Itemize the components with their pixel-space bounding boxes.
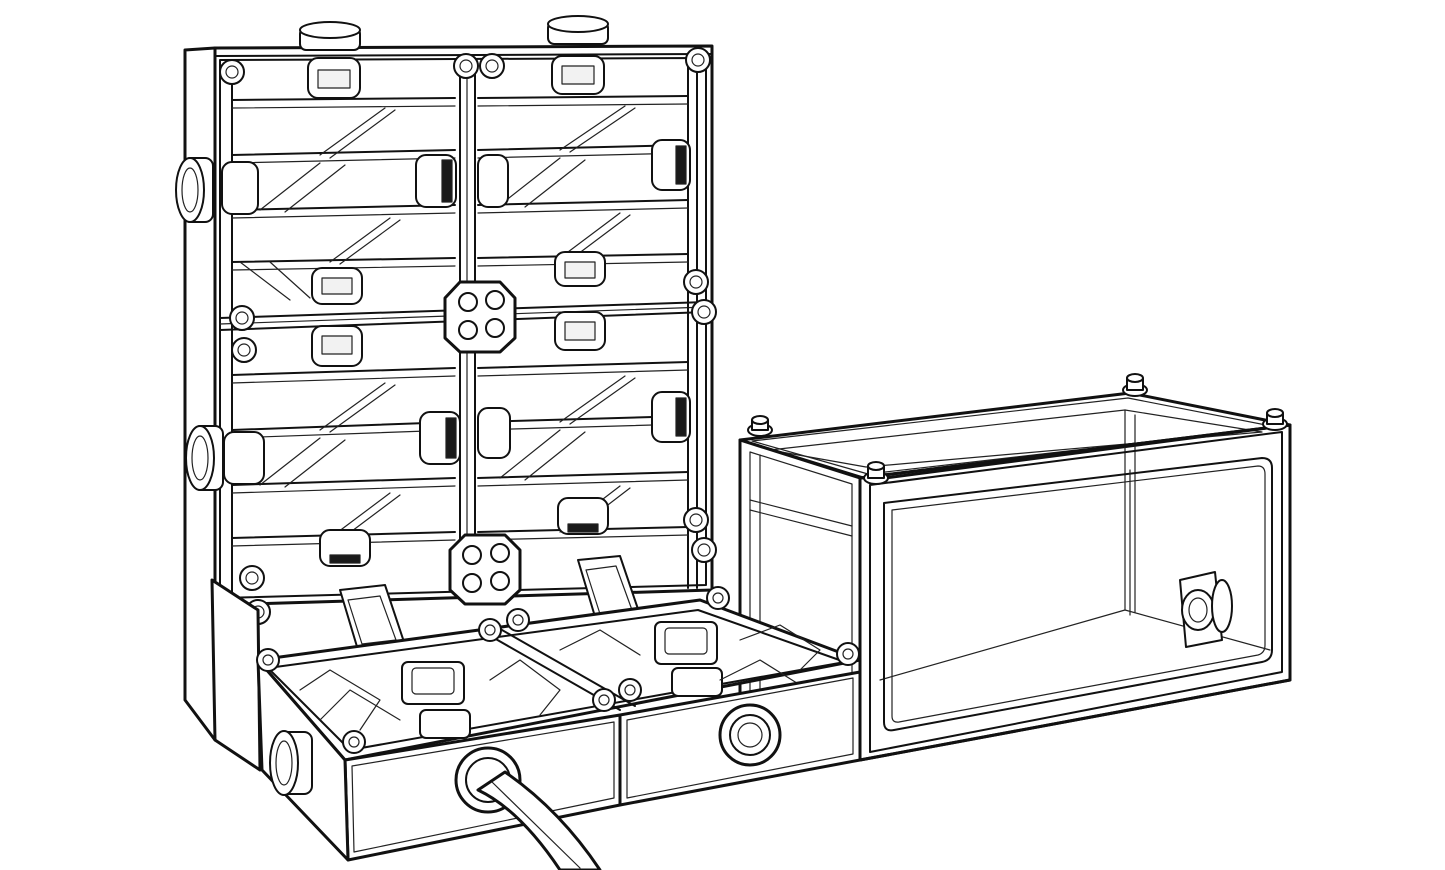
rack-cutouts — [221, 55, 691, 567]
side-port-fitting — [1179, 571, 1233, 648]
center-connector-plates — [443, 280, 522, 606]
rack-side-caps — [175, 157, 224, 491]
rack-bolts — [219, 47, 717, 625]
tray-inner-fittings — [299, 621, 821, 739]
enclosure-corner-bolts — [747, 373, 1288, 485]
base-trays — [210, 578, 862, 862]
tray-right-port — [718, 703, 782, 767]
rack-top-knobs — [299, 15, 609, 51]
upper-right-shelves — [477, 95, 689, 267]
tray-left-port — [269, 730, 313, 796]
tray-bolts — [256, 586, 860, 754]
vertical-rack — [175, 15, 717, 742]
